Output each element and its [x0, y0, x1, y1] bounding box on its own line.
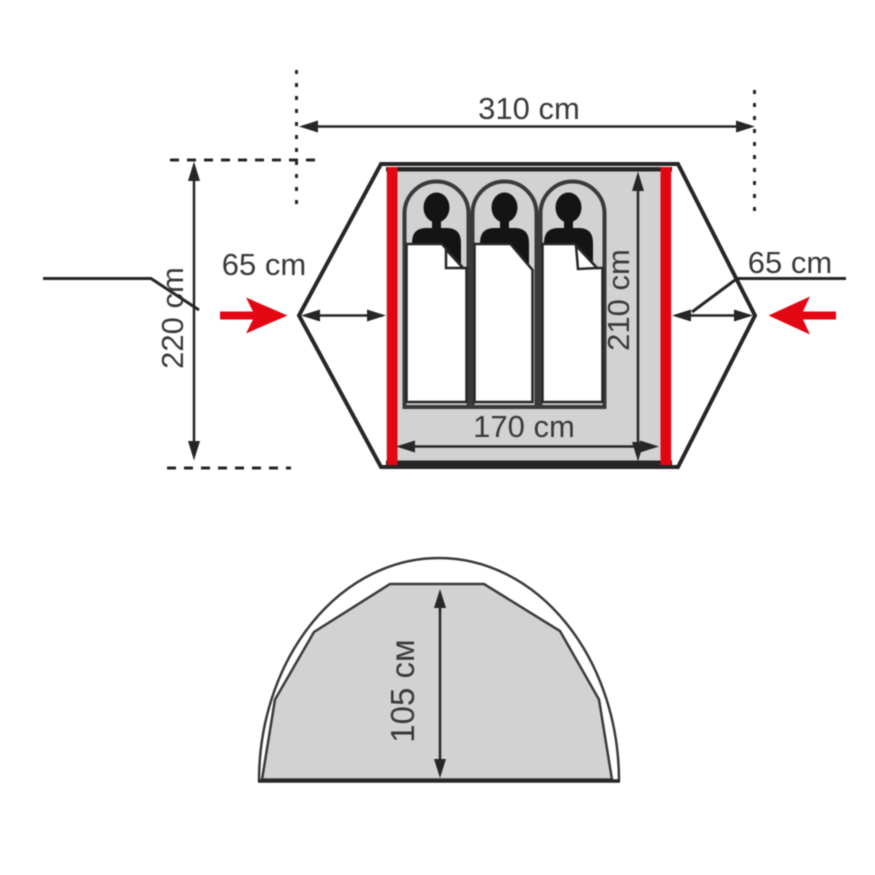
svg-text:65 cm: 65 cm — [748, 245, 832, 280]
svg-text:170 cm: 170 cm — [473, 409, 575, 444]
svg-text:210 cm: 210 cm — [601, 249, 636, 351]
svg-text:65 cm: 65 cm — [222, 247, 306, 282]
svg-text:220 cm: 220 cm — [155, 267, 190, 369]
svg-text:310 cm: 310 cm — [478, 91, 580, 126]
svg-text:105 см: 105 см — [384, 639, 421, 742]
